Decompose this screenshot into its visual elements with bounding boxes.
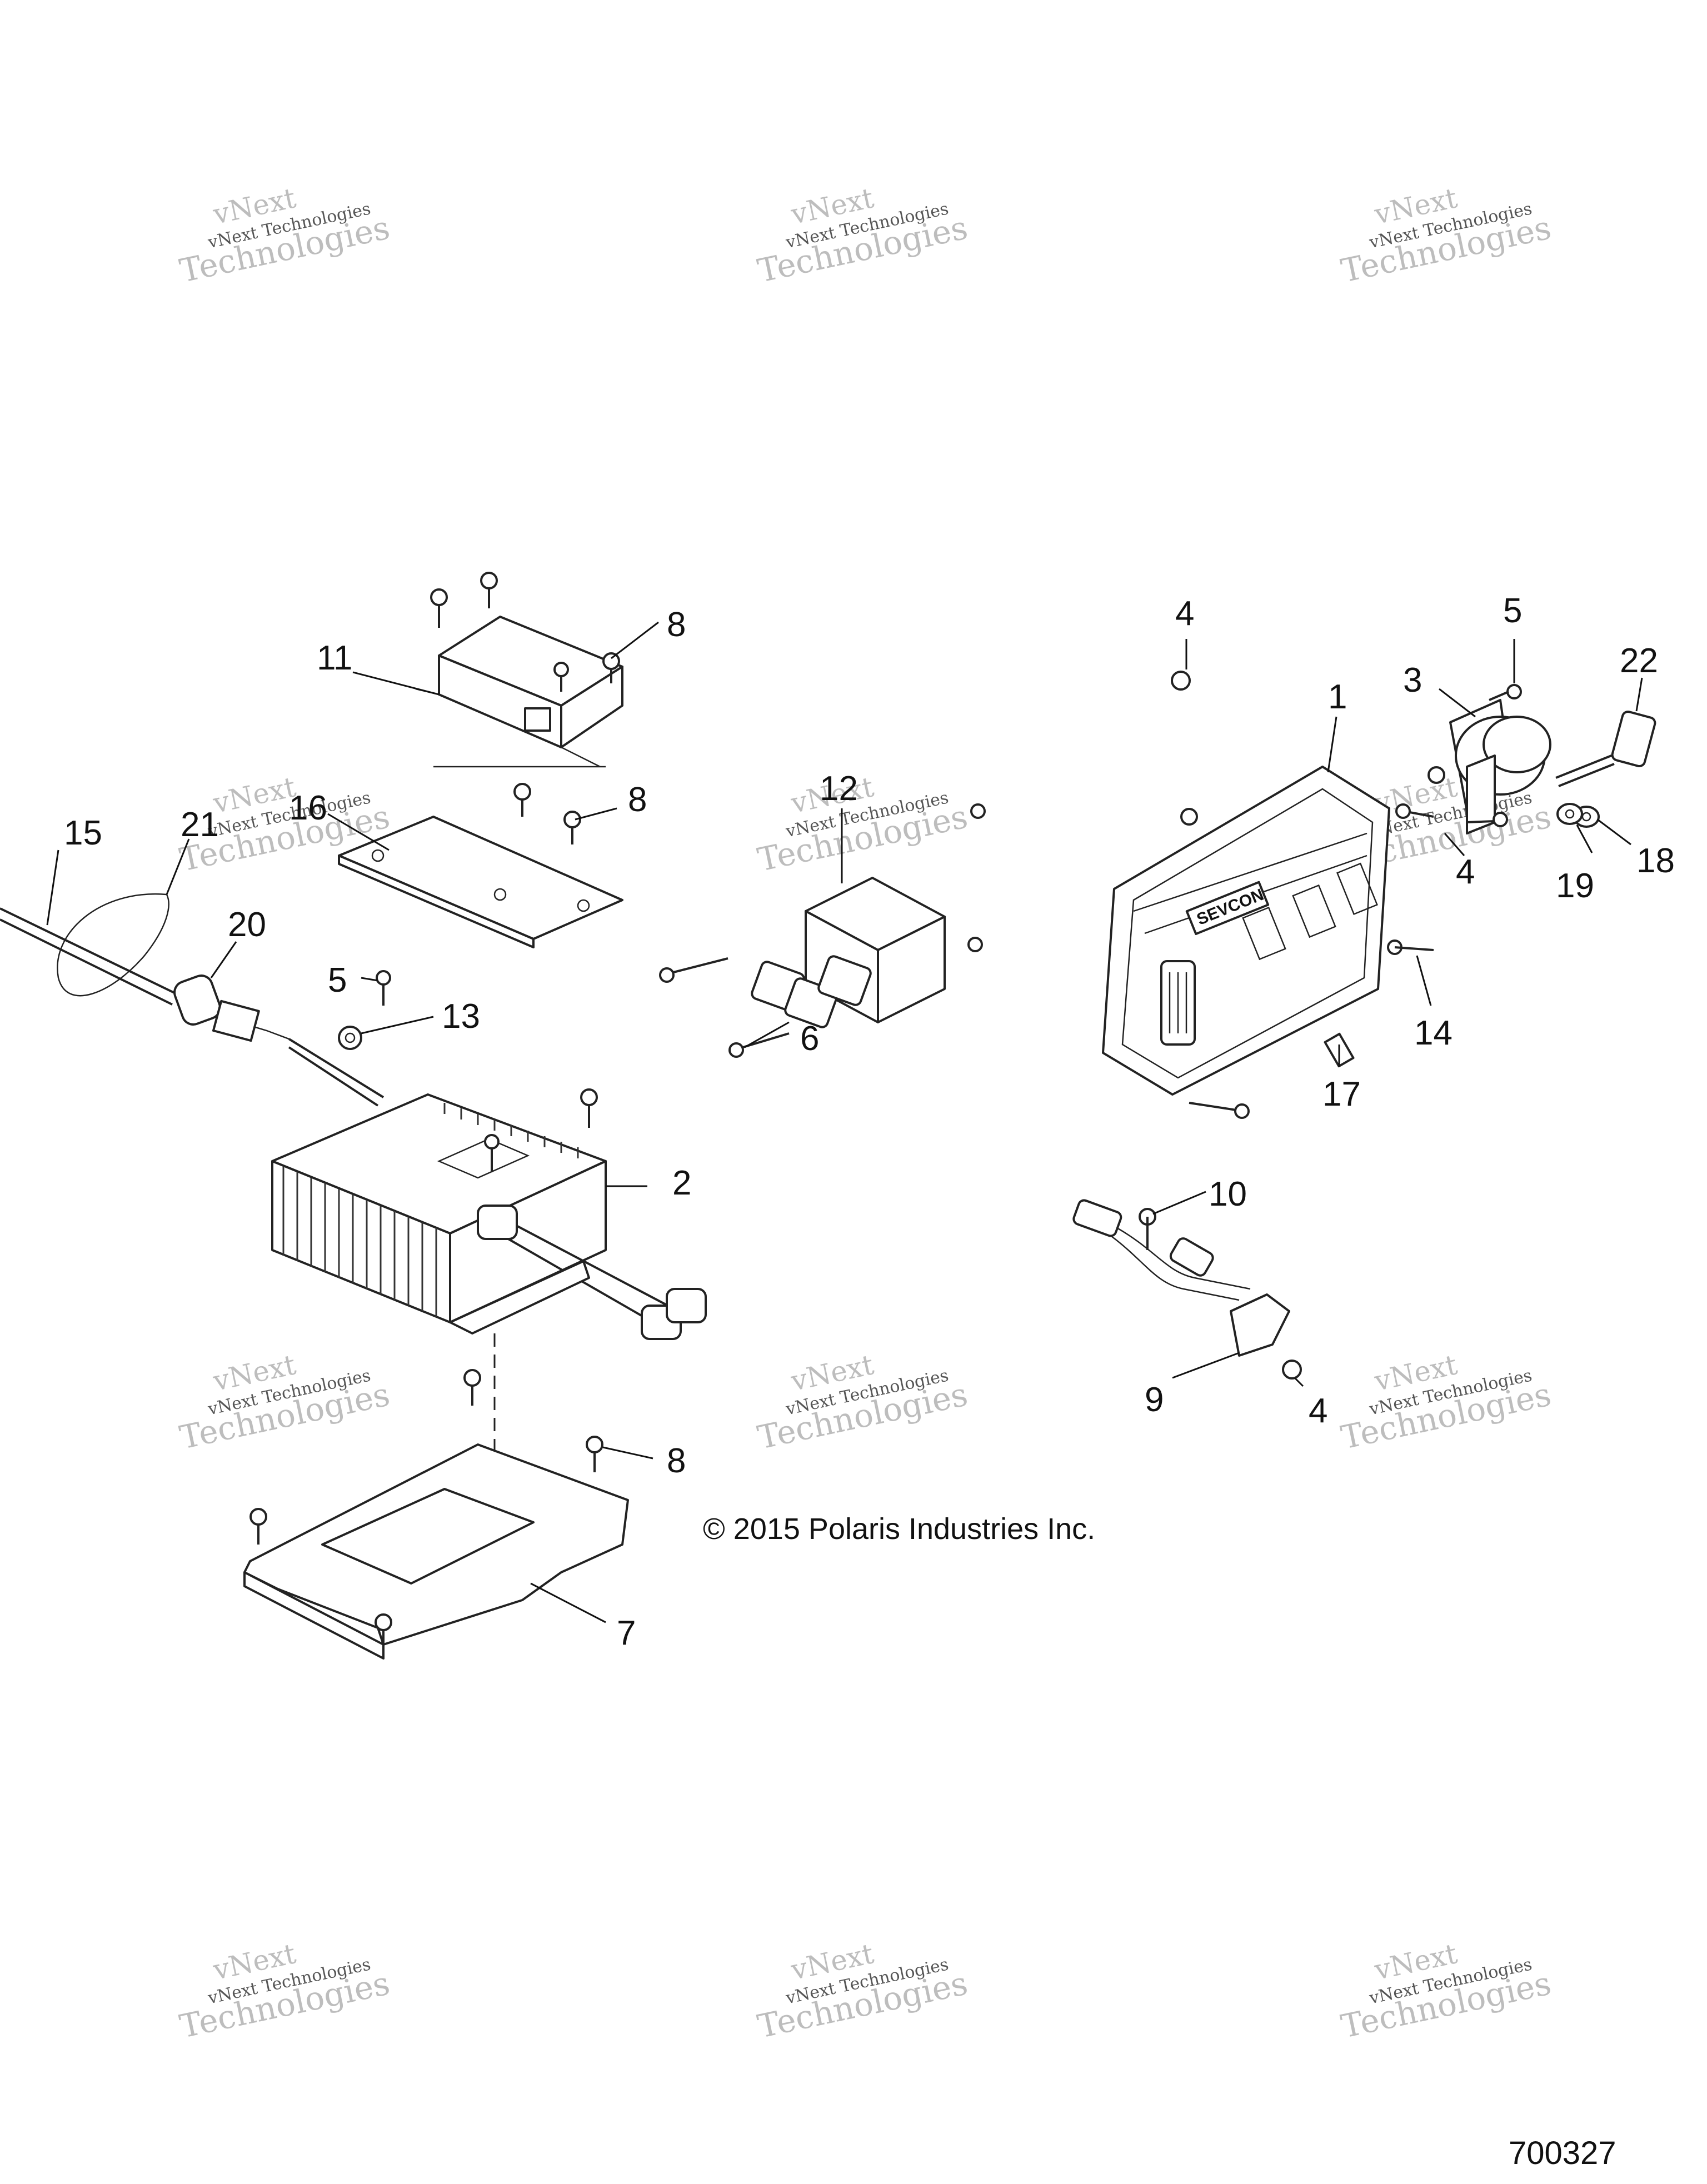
watermark: vNext vNext Technologies Technologies (176, 1937, 393, 2046)
watermark: vNext vNext Technologies Technologies (754, 1937, 971, 2046)
callout-7: 7 (617, 1614, 636, 1652)
callout-labels: 1 2 3 4 4 4 5 5 6 7 8 8 8 9 10 11 12 13 … (64, 592, 1675, 1652)
bolt-icon (484, 1134, 500, 1172)
callout-19: 19 (1556, 867, 1594, 905)
watermark: vNext vNext Technologies Technologies (176, 182, 393, 290)
bolt-icon (563, 811, 581, 844)
part-4-nut (1282, 1360, 1302, 1380)
nut-icon (1180, 808, 1198, 826)
part-19-washer (1556, 803, 1583, 825)
part-22-sensor-connector (1555, 711, 1656, 787)
bolt-icon (580, 1088, 598, 1128)
callout-5b: 5 (328, 961, 347, 999)
watermark: vNext vNext Technologies Technologies (1337, 1348, 1554, 1457)
watermark: vNext vNext Technologies Technologies (1337, 1937, 1554, 2046)
leader-lines (46, 621, 1643, 1623)
part-15-cable (0, 907, 178, 1006)
callout-9: 9 (1145, 1381, 1164, 1419)
callout-8c: 8 (667, 1442, 686, 1480)
watermark: vNext vNext Technologies Technologies (176, 1348, 393, 1457)
part-3-contactor (1449, 699, 1551, 834)
bolt-icon (553, 662, 569, 692)
part-10-bolt (1139, 1208, 1156, 1250)
callout-10: 10 (1209, 1175, 1247, 1213)
part-5-screw (1489, 684, 1522, 701)
callout-22: 22 (1620, 642, 1658, 680)
bolt-icon (249, 1508, 267, 1545)
bolt-icon (463, 1369, 481, 1406)
part-6-screw (728, 1032, 790, 1058)
callout-4c: 4 (1309, 1392, 1327, 1430)
callout-8b: 8 (628, 781, 647, 819)
bolt-icon (375, 1613, 392, 1645)
bolt-icon (1189, 1102, 1250, 1119)
part-20-end-cap (173, 974, 221, 1026)
nut-icon (967, 937, 983, 952)
callout-11: 11 (317, 639, 352, 677)
watermark: vNext vNext Technologies Technologies (1337, 182, 1554, 290)
bolt-icon (513, 783, 531, 817)
part-14-bolt (1387, 939, 1434, 955)
part-9-harness (1072, 1199, 1290, 1357)
part-11-module (415, 616, 623, 768)
nut-icon (1428, 766, 1445, 784)
part-2-charger (212, 999, 707, 1340)
bolt-icon (586, 1436, 603, 1472)
callout-5a: 5 (1503, 592, 1522, 630)
part-7-mounting-plate (243, 1443, 629, 1660)
callout-20: 20 (228, 906, 266, 944)
bolt-icon (1466, 812, 1508, 827)
callout-4b: 4 (1456, 853, 1475, 891)
part-1-motor-controller: SEVCON (1102, 766, 1390, 1096)
bolt-icon (1395, 803, 1434, 819)
bolt-icon (430, 588, 448, 628)
nut-icon (970, 803, 986, 819)
callout-8a: 8 (667, 606, 686, 644)
part-6-screw (659, 957, 728, 983)
watermark: vNext vNext Technologies Technologies (754, 182, 971, 290)
bolt-icon (480, 572, 498, 608)
part-16-bracket (338, 816, 623, 948)
callout-13: 13 (442, 997, 480, 1036)
watermark: vNext vNext Technologies Technologies (754, 1348, 971, 1457)
part-21-cable-tie (57, 893, 169, 997)
part-5-screw (376, 970, 391, 1006)
copyright-notice: © 2015 Polaris Industries Inc. (703, 1512, 1095, 1546)
callout-2: 2 (672, 1164, 691, 1202)
cooling-fins (282, 1103, 579, 1317)
callout-16: 16 (289, 789, 327, 827)
callout-6: 6 (800, 1019, 819, 1058)
callout-18: 18 (1636, 842, 1675, 880)
callout-3: 3 (1403, 661, 1422, 699)
part-12-connector-block (751, 877, 946, 1028)
callout-12: 12 (820, 769, 858, 808)
part-13-star-washer (338, 1026, 362, 1050)
part-4-nut (1171, 671, 1191, 691)
callout-15: 15 (64, 814, 102, 852)
callout-1: 1 (1328, 678, 1347, 716)
callout-14: 14 (1414, 1014, 1453, 1052)
callout-21: 21 (181, 806, 219, 844)
callout-17: 17 (1322, 1075, 1361, 1113)
bolt-icon (602, 652, 620, 683)
callout-4a: 4 (1175, 594, 1194, 633)
document-number: 700327 (1509, 2135, 1616, 2171)
